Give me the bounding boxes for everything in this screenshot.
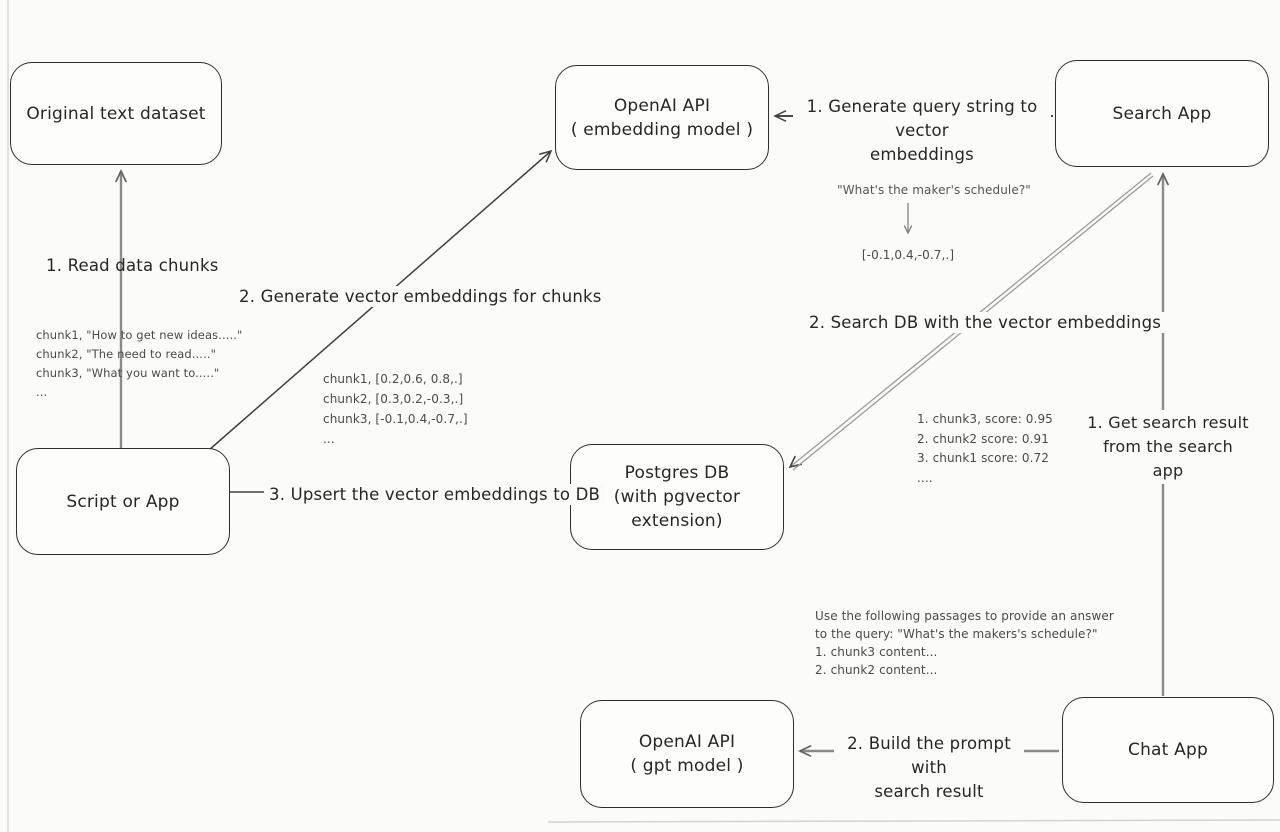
arrow-label-search-db: 2. Search DB with the vector embeddings xyxy=(804,312,1167,333)
annotation-line: chunk3, [-0.1,0.4,-0.7,.] xyxy=(323,412,468,426)
node-chat-app-label: Chat App xyxy=(1128,740,1208,760)
arrow-label-generate-query-line2: embeddings xyxy=(870,145,974,164)
annotation-line: Use the following passages to provide an… xyxy=(815,609,1114,623)
node-openai-embedding: OpenAI API ( embedding model ) xyxy=(555,65,769,170)
annotation-line: chunk1, [0.2,0.6, 0.8,.] xyxy=(323,372,463,386)
node-search-app: Search App xyxy=(1055,60,1269,167)
annotation-line: chunk3, "What you want to....." xyxy=(36,366,220,380)
node-script-or-app-label: Script or App xyxy=(66,491,180,512)
node-postgres-db-title: Postgres DB xyxy=(624,463,730,483)
annotation-line: chunk2, [0.3,0.2,-0.3,.] xyxy=(323,392,464,406)
annotation-line: ... xyxy=(323,432,335,446)
annotation-line: 2. chunk2 content... xyxy=(815,663,938,677)
arrow-label-build-prompt-line1: 2. Build the prompt with xyxy=(847,734,1011,777)
arrow-label-generate-query-line1: 1. Generate query string to vector xyxy=(806,97,1038,140)
annotation-line: chunk2, "The need to read....." xyxy=(36,347,216,361)
annotation-line: .... xyxy=(917,470,933,485)
annotation-query-vector: [-0.1,0.4,-0.7,.] xyxy=(861,248,955,262)
annotation-query-text: "What's the maker's schedule?" xyxy=(837,183,1031,197)
annotation-line: chunk1, "How to get new ideas....." xyxy=(36,328,243,342)
node-original-text-dataset-label: Original text dataset xyxy=(26,103,206,124)
arrow-label-upsert-db: 3. Upsert the vector embeddings to DB xyxy=(264,484,606,505)
node-chat-app: Chat App xyxy=(1062,697,1274,803)
annotation-prompt-text: Use the following passages to provide an… xyxy=(815,607,1114,679)
annotation-line: 3. chunk1 score: 0.72 xyxy=(917,451,1049,465)
node-postgres-db: Postgres DB (with pgvector extension) xyxy=(570,444,784,550)
arrow-label-get-search-result-line1: 1. Get search result xyxy=(1087,413,1249,432)
arrow-label-build-prompt: 2. Build the prompt with search result xyxy=(834,731,1024,805)
arrow-label-read-chunks: 1. Read data chunks xyxy=(46,256,219,275)
node-postgres-db-subtitle: (with pgvector extension) xyxy=(613,487,741,531)
arrow-label-get-search-result-line2: from the search app xyxy=(1103,437,1233,480)
annotation-line: 1. chunk3, score: 0.95 xyxy=(917,412,1053,426)
arrow-label-get-search-result: 1. Get search result from the search app xyxy=(1082,410,1254,484)
node-openai-gpt-subtitle: ( gpt model ) xyxy=(630,756,744,776)
node-original-text-dataset: Original text dataset xyxy=(10,62,222,165)
node-openai-gpt-title: OpenAI API xyxy=(638,732,736,752)
arrow-label-generate-query: 1. Generate query string to vector embed… xyxy=(793,94,1051,168)
node-openai-embedding-subtitle: ( embedding model ) xyxy=(570,119,754,140)
node-openai-embedding-title: OpenAI API xyxy=(613,95,711,116)
annotation-chunk-vectors: chunk1, [0.2,0.6, 0.8,.] chunk2, [0.3,0.… xyxy=(323,369,468,449)
canvas-edge-bottom xyxy=(547,819,1280,823)
node-script-or-app: Script or App xyxy=(16,448,230,555)
annotation-search-scores: 1. chunk3, score: 0.95 2. chunk2 score: … xyxy=(917,410,1053,488)
annotation-chunk-texts: chunk1, "How to get new ideas....." chun… xyxy=(36,326,242,402)
node-search-app-label: Search App xyxy=(1112,103,1212,124)
annotation-line: 1. chunk3 content... xyxy=(815,645,938,659)
annotation-line: to the query: "What's the makers's sched… xyxy=(815,627,1098,641)
node-openai-gpt: OpenAI API ( gpt model ) xyxy=(580,700,794,808)
arrow-label-build-prompt-line2: search result xyxy=(874,782,984,801)
arrow-label-generate-embeddings: 2. Generate vector embeddings for chunks xyxy=(234,286,607,307)
annotation-line: 2. chunk2 score: 0.91 xyxy=(917,431,1049,446)
annotation-line: ... xyxy=(36,385,48,399)
